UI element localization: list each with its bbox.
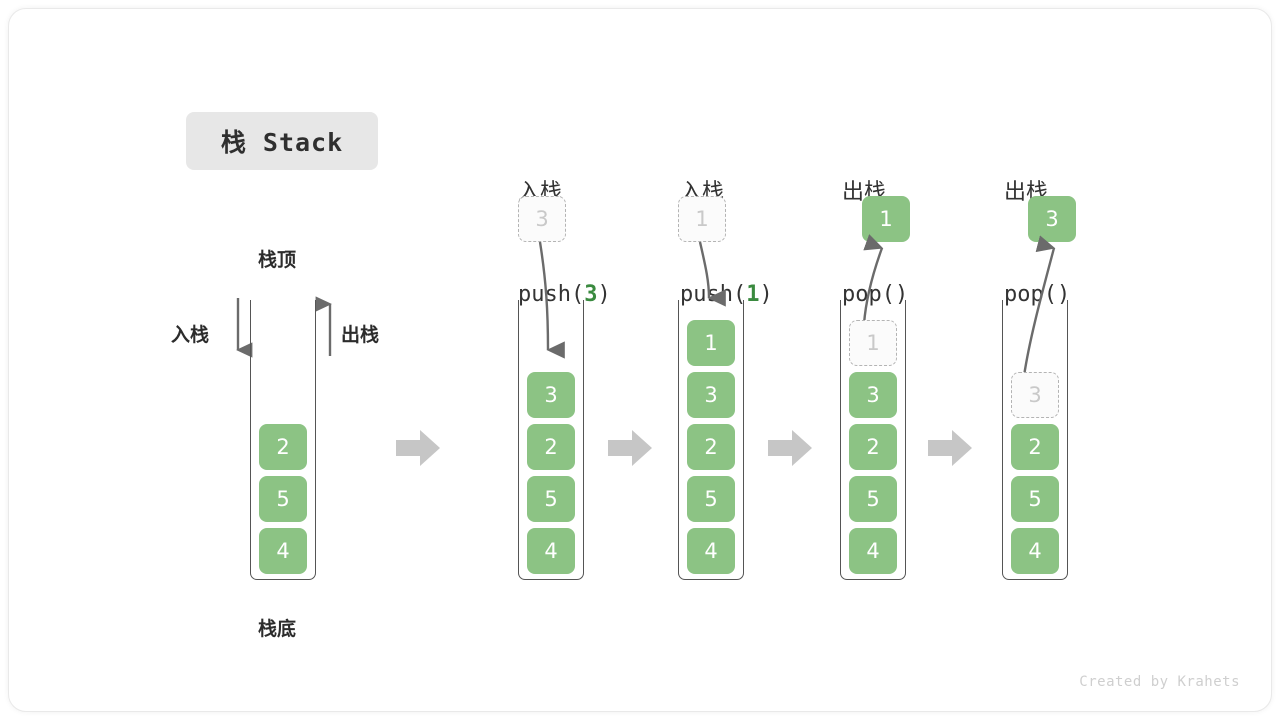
stack-cell: 5 xyxy=(259,476,307,522)
op-label-pop-3-line2: pop() xyxy=(1004,278,1070,312)
stack-outline xyxy=(840,300,906,580)
op-prefix: pop( xyxy=(1004,282,1057,307)
stack-outline xyxy=(250,300,316,580)
stack-cell: 5 xyxy=(527,476,575,522)
push-direction-arrow xyxy=(236,298,253,358)
stack-cell: 1 xyxy=(687,320,735,366)
stack-cell: 2 xyxy=(687,424,735,470)
stack-top-label: 栈顶 xyxy=(258,249,297,271)
pop-side-label: 出栈 xyxy=(341,324,380,346)
step-arrow-3 xyxy=(768,430,812,466)
stack-cell: 3 xyxy=(849,372,897,418)
result-cell-pop-3: 3 xyxy=(1028,196,1076,242)
stack-cell: 5 xyxy=(687,476,735,522)
stack-cell: 2 xyxy=(849,424,897,470)
pop-1-motion-arrow xyxy=(862,234,884,325)
stack-cell: 4 xyxy=(849,528,897,574)
stack-cell: 2 xyxy=(259,424,307,470)
stack-cell: 4 xyxy=(1011,528,1059,574)
stack-cell: 2 xyxy=(1011,424,1059,470)
step-arrow-4 xyxy=(928,430,972,466)
stack-outline xyxy=(518,300,584,580)
stack-cell-ghost: 1 xyxy=(849,320,897,366)
ghost-cell-push-3: 3 xyxy=(518,196,566,242)
op-label-push-3-line2: push(3) xyxy=(518,278,611,312)
step-arrow-1 xyxy=(396,430,440,466)
result-cell-pop-1: 1 xyxy=(862,196,910,242)
op-suffix: ) xyxy=(759,282,773,307)
op-argument: 3 xyxy=(584,282,598,307)
stack-bottom-label: 栈底 xyxy=(258,618,297,640)
stack-cell: 3 xyxy=(527,372,575,418)
title-badge: 栈 Stack xyxy=(186,112,378,170)
stack-cell: 2 xyxy=(527,424,575,470)
stack-cell: 3 xyxy=(687,372,735,418)
ghost-cell-push-1: 1 xyxy=(678,196,726,242)
stack-cell: 4 xyxy=(259,528,307,574)
push-1-motion-arrow xyxy=(698,241,726,307)
stack-outline xyxy=(1002,300,1068,580)
stack-cell: 4 xyxy=(527,528,575,574)
credit-footer: Created by Krahets xyxy=(1079,674,1240,690)
stack-outline xyxy=(678,300,744,580)
stack-cell: 5 xyxy=(849,476,897,522)
op-prefix: push( xyxy=(518,282,585,307)
pop-direction-arrow xyxy=(315,296,332,356)
push-3-motion-arrow xyxy=(538,241,565,359)
push-side-label: 入栈 xyxy=(171,324,210,346)
op-label-push-3: 入栈 push(3) xyxy=(518,108,611,380)
stack-cell: 5 xyxy=(1011,476,1059,522)
op-suffix: ) xyxy=(597,282,611,307)
op-argument: 1 xyxy=(746,282,760,307)
stack-cell: 4 xyxy=(687,528,735,574)
pop-3-motion-arrow xyxy=(1022,235,1056,377)
step-arrow-2 xyxy=(608,430,652,466)
stack-cell-ghost: 3 xyxy=(1011,372,1059,418)
